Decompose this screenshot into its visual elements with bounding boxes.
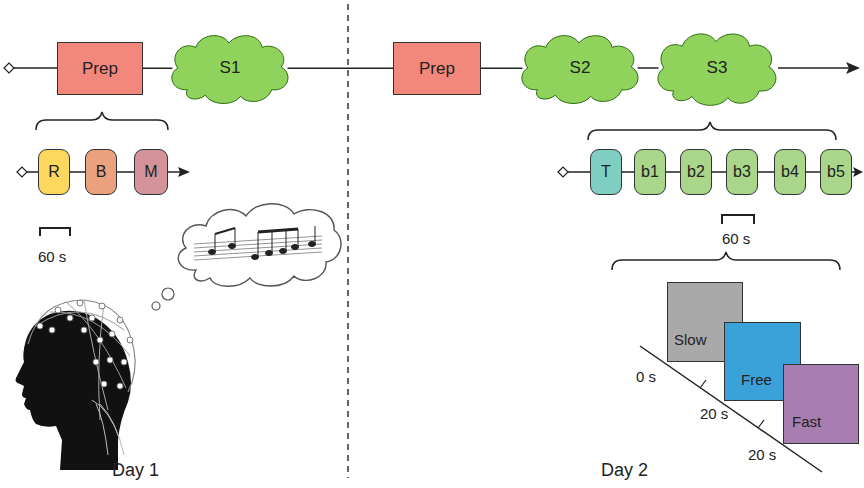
timeline [778, 67, 850, 69]
duration-label: 20 s [700, 405, 728, 422]
connector [622, 172, 634, 173]
day-label: Day 2 [601, 460, 648, 481]
tick [700, 380, 706, 388]
duration-label: 60 s [722, 230, 750, 247]
start-diamond [4, 63, 14, 73]
block-box: b4 [774, 149, 806, 195]
arrow-head [178, 167, 190, 177]
connector [712, 172, 726, 173]
connector [758, 172, 774, 173]
connector [288, 68, 393, 69]
bracket [612, 252, 840, 270]
day-label: Day 1 [112, 460, 159, 481]
tick [758, 420, 764, 428]
head-illustration [16, 300, 136, 470]
block-box: B [85, 149, 117, 195]
timeline [14, 67, 57, 69]
block-box: T [590, 149, 622, 195]
connector [638, 68, 659, 69]
node-label: R [48, 163, 60, 181]
connector [666, 172, 680, 173]
node-label: b1 [641, 163, 659, 181]
block-box: M [134, 149, 168, 195]
node-label: b3 [733, 163, 751, 181]
timeline [168, 171, 180, 173]
phase-box: Fast [783, 364, 859, 444]
bracket [40, 228, 70, 236]
node-label: Slow [674, 331, 707, 348]
node-label: Fast [792, 413, 821, 430]
duration-label: 0 s [636, 368, 656, 385]
connector [806, 172, 820, 173]
bracket [722, 215, 754, 224]
block-box: b3 [726, 149, 758, 195]
node-label: b4 [781, 163, 799, 181]
node-label: S1 [220, 58, 241, 78]
timeline [27, 171, 38, 173]
connector [117, 172, 134, 173]
block-box: b2 [680, 149, 712, 195]
node-label: Prep [419, 59, 455, 79]
node-label: Free [741, 371, 772, 388]
connector [143, 68, 172, 69]
node-label: M [144, 163, 157, 181]
node-label: S3 [707, 58, 728, 78]
block-box: R [38, 149, 70, 195]
node-label: T [601, 163, 611, 181]
connector [481, 68, 522, 69]
block-box: b1 [634, 149, 666, 195]
session-cloud: S1 [166, 30, 294, 106]
day-divider [347, 4, 349, 478]
bracket [588, 122, 836, 140]
thought-cloud [152, 204, 341, 310]
block-box: b5 [820, 149, 852, 195]
node-label: b5 [827, 163, 845, 181]
timeline [568, 171, 590, 173]
phase-box: Prep [57, 42, 143, 95]
start-diamond [17, 167, 27, 177]
start-diamond [558, 167, 568, 177]
session-cloud: S3 [652, 28, 782, 108]
connector [70, 172, 85, 173]
session-cloud: S2 [516, 30, 644, 106]
node-label: S2 [570, 58, 591, 78]
duration-label: 20 s [748, 446, 776, 463]
phase-box: Prep [393, 42, 481, 95]
node-label: Prep [82, 59, 118, 79]
duration-label: 60 s [38, 248, 66, 265]
node-label: b2 [687, 163, 705, 181]
bracket [36, 112, 168, 130]
arrow-head [853, 167, 863, 177]
node-label: B [96, 163, 107, 181]
arrow-head [846, 62, 860, 74]
